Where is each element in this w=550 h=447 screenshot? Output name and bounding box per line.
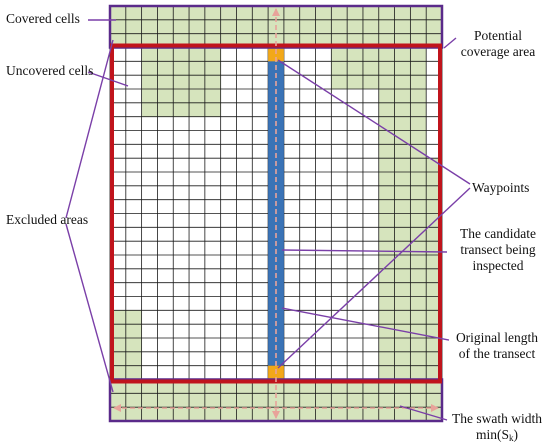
- candidate-line3: inspected: [472, 258, 524, 273]
- swath-close-paren: ): [513, 427, 519, 442]
- swath-min-text: min(S: [475, 427, 509, 442]
- candidate-transect-label: The candidate transect being inspected: [448, 226, 548, 274]
- leader-swath-width: [399, 405, 448, 421]
- covered-cells: [378, 89, 427, 159]
- waypoints-label: Waypoints: [472, 180, 530, 195]
- covered-cells-label: Covered cells: [6, 11, 80, 26]
- swath-width-label: The swath width min(Sk): [445, 411, 549, 446]
- original-length-label: Original length of the transect: [446, 330, 548, 362]
- potential-coverage-line2: coverage area: [460, 44, 536, 59]
- candidate-line2: transect being: [460, 242, 536, 257]
- leader-waypoint-top: [277, 59, 471, 185]
- leader-excluded-top: [65, 39, 114, 219]
- swath-line2: min(Sk): [445, 427, 549, 446]
- candidate-line1: The candidate: [459, 226, 537, 241]
- leader-uncovered-cells: [87, 71, 129, 87]
- leader-potential-area: [443, 37, 457, 49]
- covered-cells: [141, 47, 221, 117]
- potential-coverage-area-label: Potential coverage area: [448, 28, 548, 60]
- original-line2: of the transect: [458, 346, 536, 361]
- original-line1: Original length: [455, 330, 539, 345]
- swath-subscript: k: [509, 433, 514, 443]
- excluded-areas-label: Excluded areas: [6, 212, 89, 227]
- leader-waypoint-bottom: [277, 187, 471, 369]
- leader-original-length: [281, 307, 450, 341]
- leader-lines: [65, 19, 471, 421]
- potential-coverage-line1: Potential: [474, 28, 522, 43]
- leader-candidate-transect: [281, 249, 448, 253]
- uncovered-cells-label: Uncovered cells: [6, 63, 94, 78]
- swath-line1: The swath width: [452, 411, 542, 426]
- dashed-arrows: [113, 8, 439, 419]
- leader-excluded-bottom: [65, 223, 114, 393]
